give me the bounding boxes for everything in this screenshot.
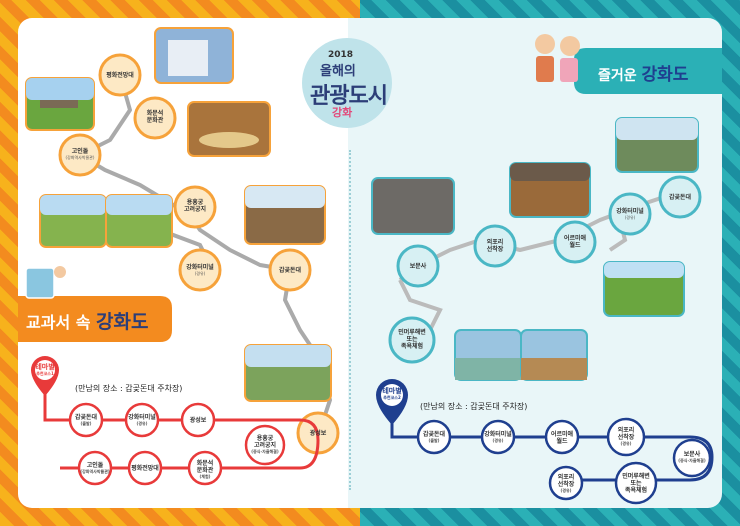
logo-line2: 관광도시: [310, 84, 388, 109]
left-map-circles: [58, 53, 340, 455]
right-course-path: [376, 379, 714, 505]
right-course-stop: 갑곶돈대(출발): [422, 431, 446, 443]
left-course-path: [31, 356, 320, 486]
right-course-stop: 보문사(중식-자율해결): [678, 451, 706, 463]
right-map-label: 강화터미널(경유): [616, 208, 644, 220]
right-title-band: [535, 34, 722, 94]
left-photos: [25, 27, 332, 402]
left-title: 교과서 속 강화도: [26, 307, 148, 334]
left-map-label: 평화전망대: [106, 72, 134, 79]
right-course-meeting: (만남의 장소 : 갑곶돈대 주차장): [420, 402, 528, 411]
left-map-label: 강화터미널(경유): [186, 264, 214, 276]
left-title-part2: 강화도: [96, 311, 149, 333]
right-map-label: 갑곶돈대: [668, 194, 692, 201]
left-course-stop: 평화전망대: [131, 465, 159, 472]
tourism-city-logo: 2018 올해의 관광도시 강화: [302, 38, 392, 128]
left-course-meeting: (만남의 장소 : 갑곶돈대 주차장): [75, 384, 183, 393]
right-course-stop: 강화터미널(경유): [484, 431, 512, 443]
right-photos: [371, 117, 699, 381]
right-title: 즐거운 강화도: [598, 60, 688, 85]
left-map-label: 고인돌(강화역사박물관): [65, 148, 95, 160]
left-course-stop: 광성보: [189, 417, 207, 424]
logo-year: 2018: [328, 50, 354, 60]
left-map-label: 갑곶돈대: [278, 267, 302, 274]
right-map-label: 보문사: [409, 263, 427, 270]
right-title-part1: 즐거운: [598, 68, 637, 84]
left-course-stop: 고인돌(강화역사박물관): [80, 462, 110, 474]
right-map-circles: [388, 175, 702, 364]
right-title-part2: 강화도: [641, 65, 689, 85]
left-course-stop: 갑곶돈대(출발): [74, 414, 98, 426]
left-title-part1: 교과서 속: [26, 313, 91, 332]
left-title-band: [18, 266, 172, 342]
logo-line1: 올해의: [320, 64, 356, 79]
left-map-label: 광성보: [309, 430, 327, 437]
logo-line3: 강화: [332, 106, 353, 119]
panel-divider: [349, 150, 351, 490]
left-course-stop: 강화터미널(경유): [128, 414, 156, 426]
